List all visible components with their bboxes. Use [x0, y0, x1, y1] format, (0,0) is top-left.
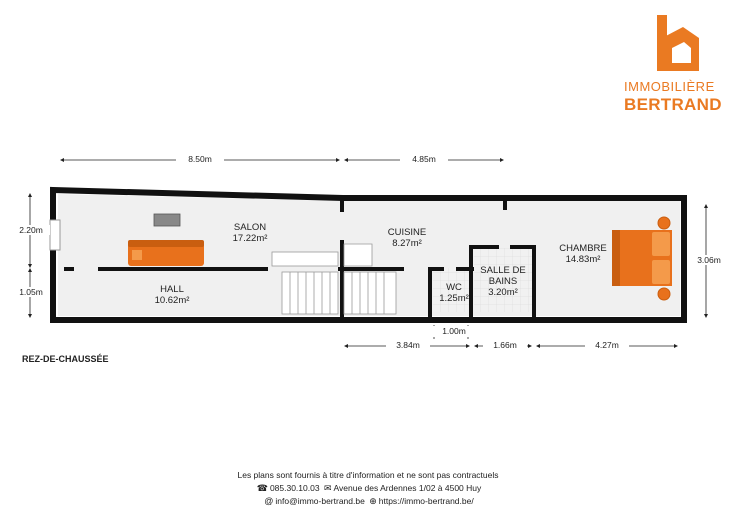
nightstand-lamp [657, 287, 671, 301]
globe-icon: ⊕ [369, 496, 377, 506]
room-label-cuisine: CUISINE 8.27m² [372, 227, 442, 249]
tv-unit [153, 213, 181, 227]
room-area: 14.83m² [565, 254, 601, 265]
room-area: 1.25m² [439, 293, 469, 304]
interior-walls [64, 198, 536, 320]
room-area: 10.62m² [154, 295, 190, 306]
room-label-salon: SALON 17.22m² [215, 222, 285, 244]
room-label-salle-de-bains: SALLE DE BAINS 3.20m² [472, 265, 534, 298]
room-name: SALON [233, 222, 267, 233]
footer-web-line: @info@immo-bertrand.be ⊕https://immo-ber… [0, 496, 736, 507]
footer-disclaimer: Les plans sont fournis à titre d'informa… [237, 470, 499, 480]
dimension-left-upper: 2.20m [12, 225, 50, 235]
dimension-top-right: 4.85m [400, 154, 448, 164]
bathroom-floor [474, 248, 532, 312]
dimension-bottom-3: 4.27m [585, 340, 629, 350]
room-name: HALL [160, 284, 184, 295]
house-b-logo-icon [657, 15, 699, 71]
left-window [49, 219, 61, 251]
bed [612, 230, 672, 286]
dimension-left-lower: 1.05m [12, 287, 50, 297]
room-name-line1: SALLE DE [480, 265, 526, 276]
room-name: CUISINE [387, 227, 427, 238]
footer-website[interactable]: https://immo-bertrand.be/ [378, 496, 474, 506]
wc-floor [433, 268, 469, 312]
dimension-bottom-1: 3.84m [386, 340, 430, 350]
room-label-chambre: CHAMBRE 14.83m² [547, 243, 619, 265]
dimension-wc-width: 1.00m [432, 326, 476, 336]
footer-email[interactable]: info@immo-bertrand.be [275, 496, 365, 506]
room-area: 8.27m² [392, 238, 422, 249]
sofa [128, 240, 204, 266]
room-name-line2: BAINS [488, 276, 518, 287]
room-label-hall: HALL 10.62m² [137, 284, 207, 306]
dimension-top-left: 8.50m [176, 154, 224, 164]
dimension-bottom-2: 1.66m [483, 340, 527, 350]
at-icon: @ [264, 496, 274, 506]
floor-label: REZ-DE-CHAUSSÉE [22, 354, 109, 364]
brand-name-line1: IMMOBILIÈRE [624, 79, 715, 94]
staircase [271, 243, 397, 315]
footer-contact-line: ☎085.30.10.03 ✉Avenue des Ardennes 1/02 … [0, 483, 736, 494]
room-area: 3.20m² [488, 287, 518, 298]
outer-walls [50, 186, 687, 323]
footer-address: Avenue des Ardennes 1/02 à 4500 Huy [333, 483, 482, 493]
nightstand-lamp [657, 216, 671, 230]
dimension-right: 3.06m [690, 255, 728, 265]
footer-phone: 085.30.10.03 [269, 483, 320, 493]
mailbox-icon: ✉ [323, 483, 332, 493]
phone-icon: ☎ [256, 483, 268, 493]
brand-name-line2: BERTRAND [624, 95, 722, 114]
room-name: WC [446, 282, 462, 293]
room-area: 17.22m² [232, 233, 268, 244]
room-label-wc: WC 1.25m² [432, 282, 476, 304]
room-name: CHAMBRE [559, 243, 607, 254]
